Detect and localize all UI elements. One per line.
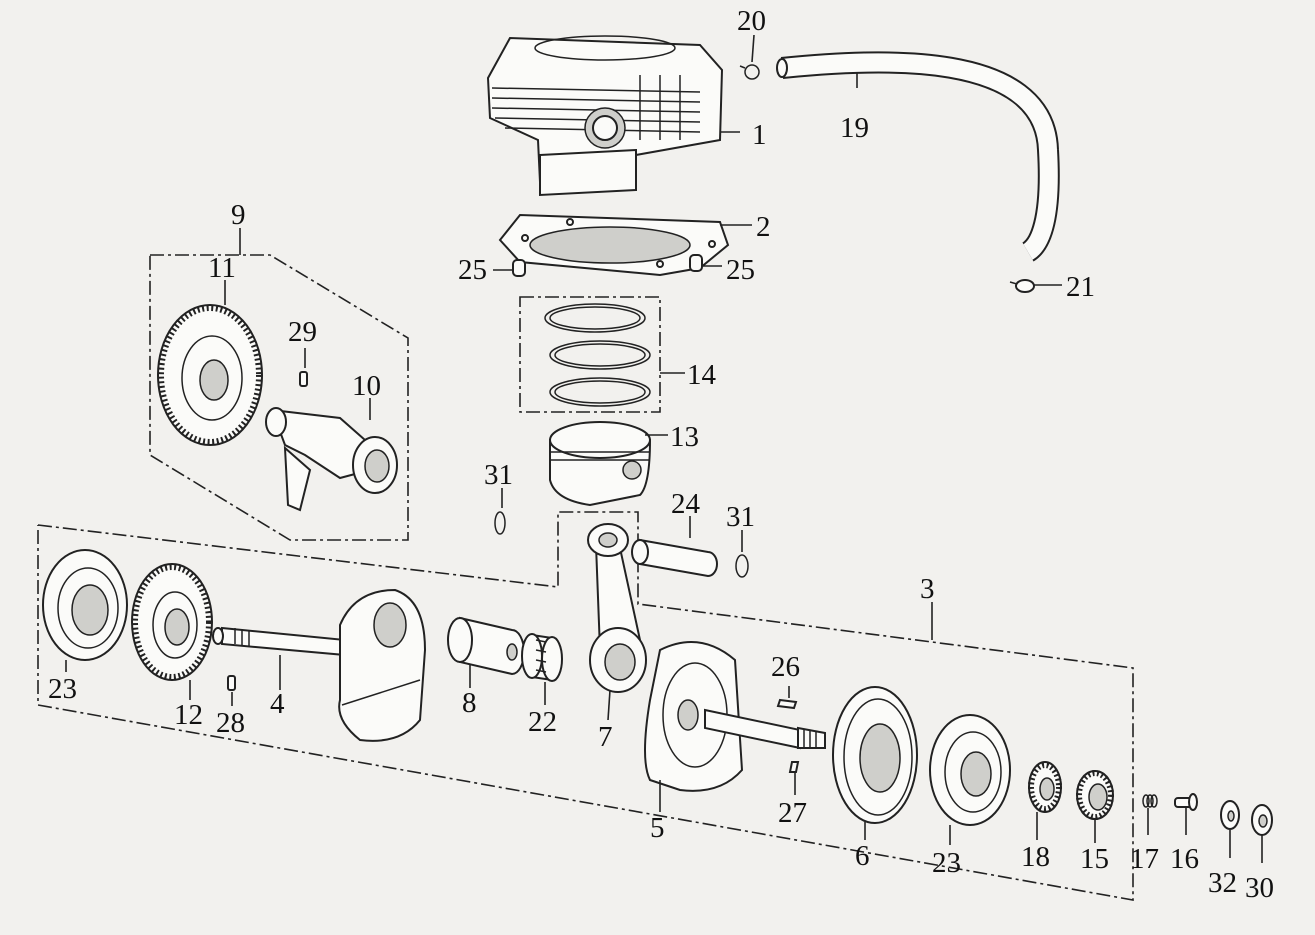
gear-15-part: [1076, 770, 1114, 820]
label-24: 24: [671, 488, 701, 520]
crank-pin-part: [447, 616, 525, 676]
bearing-23-left-part: [42, 549, 128, 661]
label-25-right: 25: [726, 254, 755, 286]
label-13: 13: [670, 421, 699, 453]
cylinder-gasket-part: [498, 213, 730, 277]
label-2: 2: [756, 211, 771, 243]
label-18: 18: [1021, 841, 1050, 873]
label-22: 22: [528, 706, 557, 738]
key-27-part: [788, 761, 800, 773]
sprocket-18-part: [1028, 761, 1062, 813]
hose-clip-20-part: [739, 64, 760, 80]
hose-clip-21-part: [1009, 279, 1035, 293]
spring-17-part: [1142, 794, 1158, 808]
label-31-right: 31: [726, 501, 755, 533]
circlip-left-part: [494, 511, 506, 535]
balancer-shaft-part: [265, 407, 398, 512]
label-27: 27: [778, 797, 807, 829]
label-25-left: 25: [458, 254, 487, 286]
label-19: 19: [840, 112, 869, 144]
group-9-outline: [149, 254, 409, 541]
connecting-rod-part: [587, 523, 647, 693]
label-6: 6: [855, 840, 870, 872]
cylinder-part: [486, 35, 724, 197]
label-20: 20: [737, 5, 766, 37]
drive-gear-12-part: [131, 563, 213, 681]
needle-bearing-part: [521, 633, 563, 682]
label-26: 26: [771, 651, 800, 683]
label-4: 4: [270, 688, 285, 720]
circlip-right-part: [735, 554, 749, 578]
label-3: 3: [920, 573, 935, 605]
leader-lines: [65, 34, 1263, 863]
piston-rings-part: [544, 303, 651, 407]
label-10: 10: [352, 370, 381, 402]
label-23-left: 23: [48, 673, 77, 705]
dowel-pin-left-part: [512, 259, 526, 277]
piston-pin-part: [631, 538, 718, 578]
dowel-pin-right-part: [689, 254, 703, 272]
bearing-23-right-part: [929, 714, 1011, 826]
label-1: 1: [752, 119, 767, 151]
label-5: 5: [650, 812, 665, 844]
label-11: 11: [208, 252, 236, 284]
balancer-gear-11-part: [157, 304, 263, 446]
group-14-outline: [519, 296, 661, 413]
group-3-outline: [37, 511, 1134, 901]
label-15: 15: [1080, 843, 1109, 875]
label-9: 9: [231, 199, 246, 231]
label-7: 7: [598, 721, 613, 753]
label-23-right: 23: [932, 847, 961, 879]
crankshaft-right-part: [644, 641, 826, 792]
label-17: 17: [1130, 843, 1159, 875]
woodruff-key-26-part: [776, 698, 798, 710]
crankshaft-left-part: [212, 588, 427, 742]
key-28-part: [227, 675, 236, 691]
label-8: 8: [462, 687, 477, 719]
pin-29-part: [299, 371, 308, 387]
label-21: 21: [1066, 271, 1095, 303]
label-30: 30: [1245, 872, 1274, 904]
pin-16-part: [1174, 793, 1198, 811]
piston-part: [549, 421, 652, 507]
label-28: 28: [216, 707, 245, 739]
label-14: 14: [687, 359, 717, 391]
washer-32-part: [1220, 800, 1240, 830]
label-16: 16: [1170, 843, 1199, 875]
oil-seal-part: [832, 686, 918, 824]
label-29: 29: [288, 316, 317, 348]
nut-30-part: [1251, 804, 1273, 836]
label-32: 32: [1208, 867, 1237, 899]
label-12: 12: [174, 699, 203, 731]
label-31-left: 31: [484, 459, 513, 491]
